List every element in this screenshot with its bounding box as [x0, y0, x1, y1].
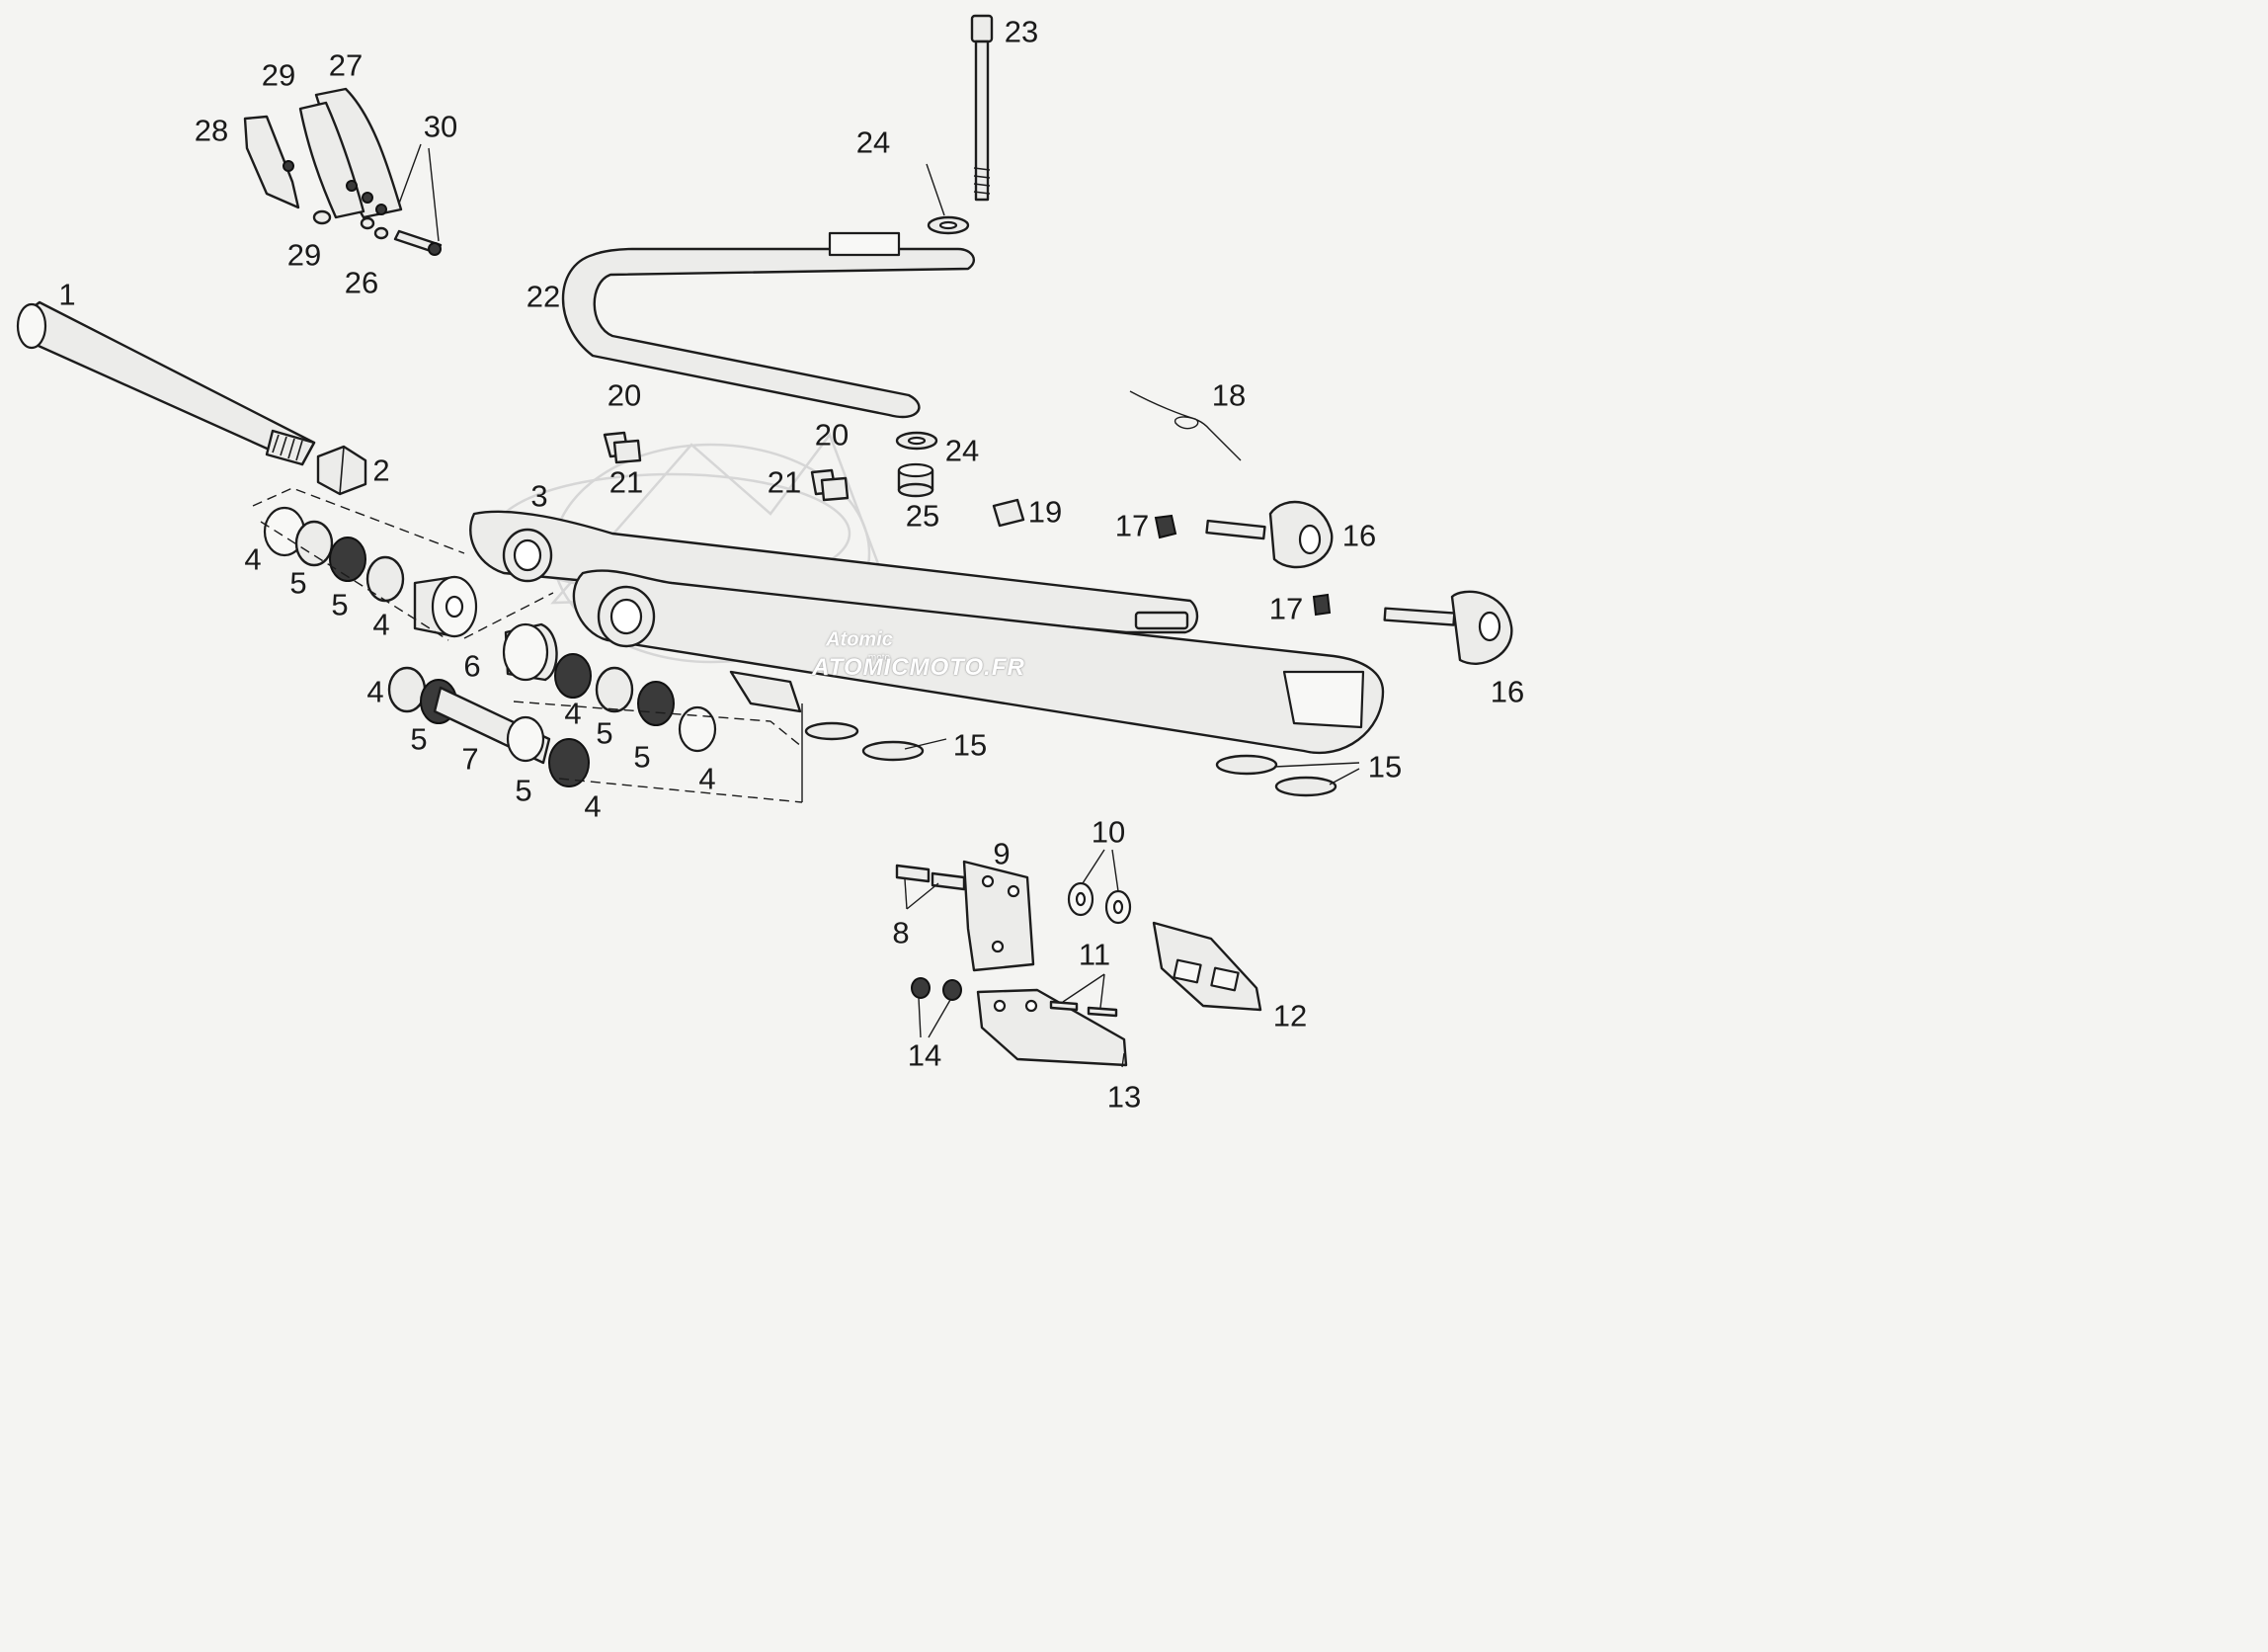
slider-washer: [895, 215, 970, 451]
callout-label: 23: [1004, 14, 1039, 49]
callout-label: 12: [1272, 998, 1308, 1033]
watermark-url: ATOMICMOTO.FR: [812, 654, 1025, 681]
callout-label: 16: [1341, 518, 1377, 553]
callout-label: 4: [584, 788, 602, 824]
callout-label: 26: [344, 265, 379, 300]
callout-label: 15: [1367, 749, 1403, 785]
callout-label: 5: [633, 739, 651, 775]
callout-label: 1: [58, 277, 76, 312]
callout-label: 30: [423, 109, 458, 144]
chain-slider-arm: [561, 231, 975, 419]
chain-adjuster: [1205, 500, 1513, 665]
callout-label: 7: [461, 741, 479, 777]
callout-label: 5: [289, 565, 307, 601]
callout-label: 28: [194, 113, 229, 148]
callout-label: 6: [463, 648, 481, 684]
watermark-brand: Atomic: [826, 628, 893, 651]
chain-guide-lower: [976, 988, 1128, 1067]
callout-label: 5: [596, 715, 613, 751]
callout-label: 5: [515, 773, 532, 808]
dust-cap: [804, 721, 1337, 797]
callout-label: 4: [366, 674, 384, 709]
callout-label: 17: [1268, 591, 1304, 626]
callout-label: 25: [905, 498, 940, 534]
callout-label: 4: [564, 696, 582, 731]
alignment-lines: [252, 487, 803, 803]
callout-label: 13: [1106, 1079, 1142, 1115]
chain-guide-slider: [1152, 921, 1262, 1012]
watermark-sub: moto: [867, 652, 891, 664]
callout-label: 27: [328, 47, 364, 83]
leader-lines: [398, 143, 1360, 1068]
callout-label: 17: [1114, 508, 1150, 543]
callout-label: 19: [1027, 494, 1063, 530]
callout-label: 4: [698, 761, 716, 796]
callout-label: 21: [608, 464, 644, 500]
slider-bolt: [970, 14, 994, 202]
callout-label: 20: [814, 417, 850, 453]
callout-label: 24: [855, 124, 891, 160]
callout-label: 20: [607, 377, 642, 413]
grease-nipple: [603, 431, 850, 502]
callout-label: 18: [1211, 377, 1247, 413]
callout-label: 2: [372, 453, 390, 488]
callout-label: 22: [526, 279, 561, 314]
callout-label: 4: [244, 541, 262, 577]
callout-label: 16: [1490, 674, 1525, 709]
callout-label: 21: [767, 464, 802, 500]
callout-label: 14: [907, 1037, 942, 1073]
clip: [1129, 390, 1242, 461]
swingarm-exploded-drawing: [16, 14, 1513, 1068]
callout-label: 24: [944, 433, 980, 468]
callout-label: 9: [993, 836, 1011, 871]
lower-bearing-stack: [387, 622, 717, 787]
callout-label: 8: [892, 915, 910, 950]
exploded-diagram: Atomic moto ATOMICMOTO.FR 1 2 3 4 4 4 4 …: [0, 0, 1549, 1113]
chain-roller: [992, 498, 1025, 528]
callout-label: 5: [410, 721, 428, 757]
callout-label: 29: [261, 57, 296, 93]
callout-label: 3: [530, 478, 548, 514]
callout-label: 29: [286, 237, 322, 273]
adjuster-nut: [1154, 514, 1332, 617]
chain-guide-bracket: [895, 860, 1035, 1001]
chain-guard-bracket: [243, 87, 443, 256]
callout-label: 10: [1091, 814, 1126, 850]
axle-nut: [316, 445, 367, 496]
callout-label: 4: [372, 607, 390, 642]
swingarm: [469, 510, 1385, 755]
callout-label: 5: [331, 587, 349, 622]
slider-bush: [897, 462, 934, 498]
washer: [1067, 881, 1132, 925]
swingarm-axle: [16, 300, 316, 466]
callout-label: 11: [1078, 937, 1111, 972]
callout-label: 15: [952, 727, 988, 763]
